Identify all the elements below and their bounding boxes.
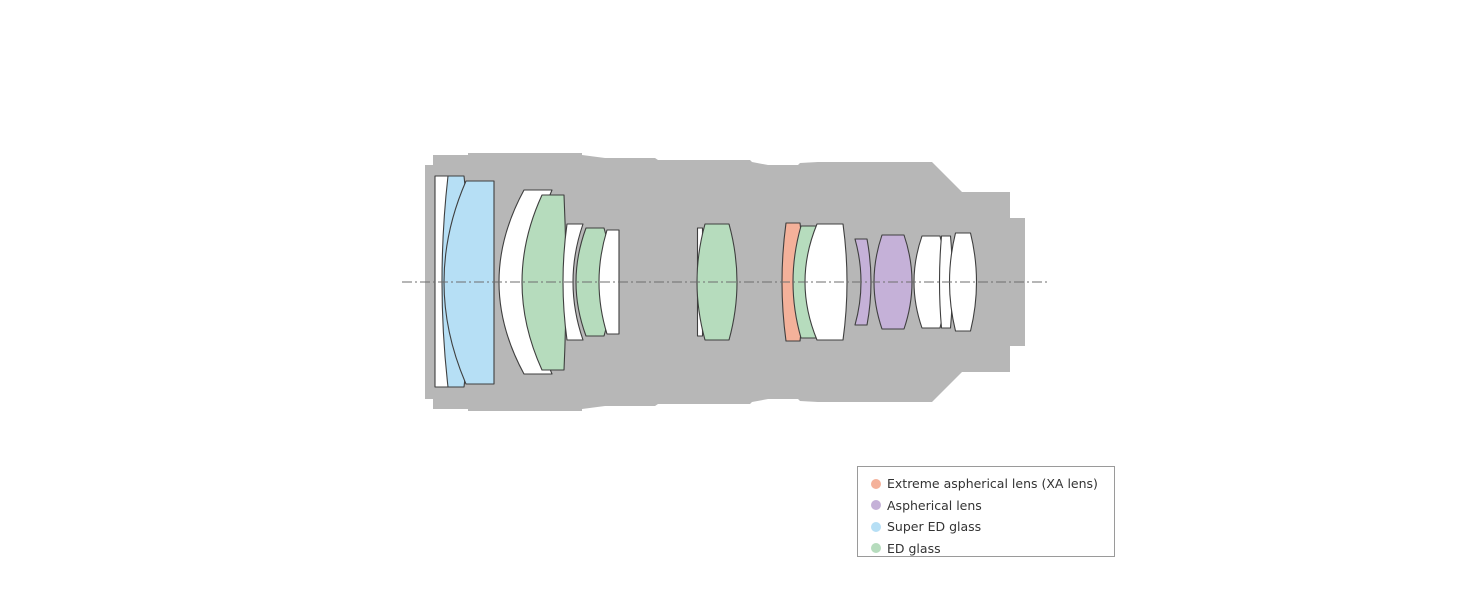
- legend-label: Super ED glass: [887, 519, 982, 535]
- super-ed-glass-swatch-icon: [871, 521, 881, 532]
- legend-label: ED glass: [887, 540, 941, 556]
- lens-legend: Extreme aspherical lens (XA lens) Aspher…: [857, 466, 1115, 557]
- legend-item-ed-glass: ED glass: [871, 538, 1114, 560]
- legend-label: Extreme aspherical lens (XA lens): [887, 476, 1098, 492]
- legend-item-super-ed-glass: Super ED glass: [871, 516, 1114, 538]
- legend-item-xa-lens: Extreme aspherical lens (XA lens): [871, 473, 1114, 495]
- legend-item-aspherical-lens: Aspherical lens: [871, 495, 1114, 517]
- xa-lens-swatch-icon: [871, 478, 881, 489]
- ed-glass-swatch-icon: [871, 543, 881, 554]
- aspherical-lens-swatch-icon: [871, 500, 881, 511]
- lens-element-standard: [562, 223, 584, 341]
- lens-element-super-ed: [443, 180, 495, 385]
- legend-label: Aspherical lens: [887, 497, 982, 513]
- lens-element-asph: [854, 238, 872, 326]
